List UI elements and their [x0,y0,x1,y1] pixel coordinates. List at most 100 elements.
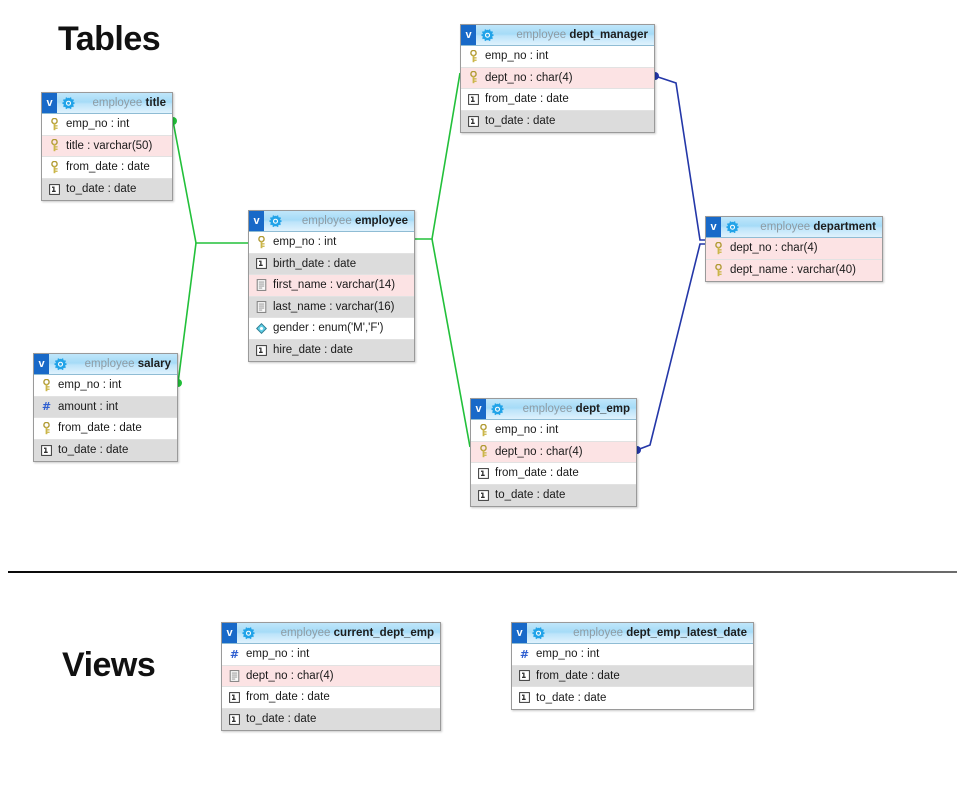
column-row[interactable]: hire_date : date [249,339,414,361]
column-row[interactable]: to_date : date [471,484,636,506]
text-icon [254,300,269,314]
column-row[interactable]: title : varchar(50) [42,135,172,157]
entity-name-label: employee [354,215,408,227]
column-row[interactable]: to_date : date [512,687,753,709]
column-label: first_name : varchar(14) [273,279,396,292]
column-row[interactable]: birth_date : date [249,253,414,275]
column-label: amount : int [58,400,119,413]
key-icon [47,160,62,174]
column-row[interactable]: emp_no : int [249,232,414,254]
connector-dept-emp-department [636,243,705,451]
date-icon [476,466,491,480]
column-label: to_date : date [485,115,556,128]
column-row[interactable]: from_date : date [461,89,654,111]
date-icon [227,690,242,704]
key-icon [711,241,726,255]
column-row[interactable]: emp_no : int [42,114,172,136]
column-row[interactable]: to_date : date [222,708,440,730]
date-icon [47,182,62,196]
column-label: to_date : date [246,713,317,726]
column-label: from_date : date [536,669,620,682]
section-title-tables: Tables [58,20,161,58]
int-icon: # [517,647,532,661]
column-row[interactable]: dept_name : varchar(40) [706,259,882,281]
date-icon [254,257,269,271]
entity-header-department[interactable]: v employee department [706,217,882,238]
column-label: emp_no : int [536,648,600,661]
column-row[interactable]: dept_no : char(4) [461,67,654,89]
column-label: from_date : date [246,691,330,704]
column-row[interactable]: from_date : date [512,665,753,687]
column-row[interactable]: gender : enum('M','F') [249,318,414,340]
entity-dept_emp[interactable]: v employee dept_emp emp_no : int dept_no : … [470,398,637,507]
key-icon [254,235,269,249]
gear-icon [724,220,740,234]
column-row[interactable]: #emp_no : int [222,644,440,666]
column-label: emp_no : int [495,424,559,437]
column-row[interactable]: emp_no : int [471,420,636,442]
entity-schema-label: employee [84,358,135,370]
gear-icon [479,28,495,42]
column-row[interactable]: to_date : date [461,110,654,132]
column-row[interactable]: from_date : date [471,463,636,485]
column-row[interactable]: emp_no : int [34,375,177,397]
entity-department[interactable]: v employee department dept_no : char(4) dep… [705,216,883,282]
column-row[interactable]: from_date : date [222,687,440,709]
view-badge-icon: v [706,217,721,237]
date-icon [39,443,54,457]
entity-name-label: department [813,221,876,233]
column-label: to_date : date [66,183,137,196]
column-label: dept_no : char(4) [485,71,573,84]
gear-icon [52,357,68,371]
column-label: emp_no : int [485,50,549,63]
column-label: birth_date : date [273,257,357,270]
column-row[interactable]: to_date : date [42,178,172,200]
column-row[interactable]: last_name : varchar(16) [249,296,414,318]
connector-dept-manager-department [654,75,705,241]
column-row[interactable]: to_date : date [34,439,177,461]
column-label: emp_no : int [273,236,337,249]
column-row[interactable]: from_date : date [34,418,177,440]
key-icon [47,139,62,153]
gear-icon [240,626,256,640]
gear-icon [489,402,505,416]
column-label: gender : enum('M','F') [273,322,384,335]
column-row[interactable]: emp_no : int [461,46,654,68]
svg-text:#: # [520,649,529,660]
column-row[interactable]: first_name : varchar(14) [249,275,414,297]
column-row[interactable]: dept_no : char(4) [222,665,440,687]
entity-title: employee dept_emp_latest_date [546,623,747,643]
view-badge-icon: v [461,25,476,45]
column-label: dept_name : varchar(40) [730,264,856,277]
column-label: dept_no : char(4) [730,242,818,255]
view-badge-icon: v [471,399,486,419]
column-row[interactable]: # amount : int [34,396,177,418]
column-row[interactable]: # emp_no : int [512,644,753,666]
svg-text:#: # [42,401,51,412]
view-badge-icon: v [222,623,237,643]
column-row[interactable]: dept_no : char(4) [706,238,882,260]
entity-title: employee dept_emp [505,399,630,419]
entity-schema-label: employee [760,221,811,233]
entity-header-dept_emp[interactable]: v employee dept_emp [471,399,636,420]
key-icon [39,378,54,392]
svg-text:#: # [230,649,239,660]
enum-icon [254,321,269,335]
column-row[interactable]: dept_no : char(4) [471,441,636,463]
column-label: from_date : date [66,161,150,174]
gear-icon [60,96,76,110]
column-row[interactable]: from_date : date [42,157,172,179]
